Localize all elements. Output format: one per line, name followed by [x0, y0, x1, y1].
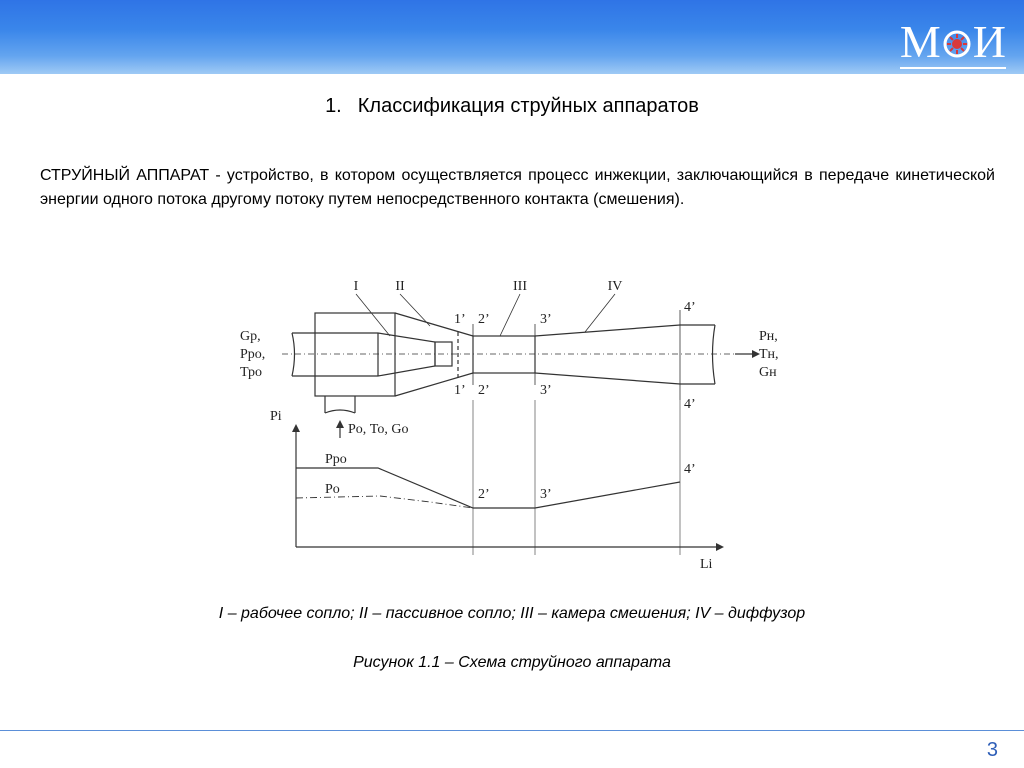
page-number: 3 [986, 739, 998, 761]
suction-arrow-icon [336, 420, 344, 438]
figure-svg: I II III IV 1’ 2’ 3’ 4’ 1’ 2’ 3’ 4’ Gp, … [240, 279, 779, 572]
outlet-arrow-icon [735, 350, 760, 358]
footer-divider [0, 730, 1024, 731]
part-label-III: III [513, 279, 527, 294]
outlet-label-2: Тн, [759, 347, 779, 362]
logo-letter-i: И [972, 16, 1006, 67]
curve-label-po: Pо [325, 482, 340, 497]
section-label-2-bottom: 2’ [478, 383, 490, 398]
diffuser-top [534, 324, 681, 337]
outlet-label-1: Рн, [759, 329, 778, 344]
section-label-4-bottom: 4’ [684, 397, 696, 412]
suction-label: Pо, To, Go [348, 422, 408, 437]
inlet-label-2: Pро, [240, 347, 265, 362]
leader-IV [584, 293, 616, 333]
leader-I [355, 293, 391, 337]
curve-po [295, 495, 474, 509]
outlet-break [711, 324, 716, 385]
figure-caption: Рисунок 1.1 – Схема струйного аппарата [353, 654, 671, 671]
diffuser-bottom [534, 372, 681, 385]
jet-apparatus-figure: I II III IV 1’ 2’ 3’ 4’ 1’ 2’ 3’ 4’ Gp, … [230, 270, 790, 590]
graph-x-label: Li [700, 557, 713, 572]
inlet-label-1: Gp, [240, 329, 261, 344]
nozzle-throat [434, 341, 453, 367]
inlet-label-3: Тро [240, 365, 262, 380]
graph-point-label-2: 2’ [478, 487, 490, 502]
section-label-1-top: 1’ [454, 312, 466, 327]
slide-title: 1. Классификация струйных аппаратов [0, 94, 1024, 118]
graph-y-label: Pi [270, 409, 282, 424]
x-axis-arrow-icon [716, 543, 724, 551]
inlet-break [291, 332, 296, 377]
curve-ppo [296, 467, 681, 509]
passive-nozzle-bottom [394, 372, 474, 397]
suction-chamber [314, 312, 396, 397]
section-label-3-bottom: 3’ [540, 383, 552, 398]
suction-pipe-break [324, 409, 356, 414]
part-label-I: I [354, 279, 359, 294]
passive-nozzle-top [394, 312, 474, 337]
section-label-3-top: 3’ [540, 312, 552, 327]
mixing-chamber [472, 335, 536, 374]
logo-underline [899, 67, 1006, 69]
title-number: 1. [325, 95, 342, 117]
section-label-1-bottom: 1’ [454, 383, 466, 398]
leader-III [499, 293, 521, 337]
y-axis-arrow-icon [292, 424, 300, 432]
figure-legend: I – рабочее сопло; II – пассивное сопло;… [218, 605, 806, 622]
graph-point-label-3: 3’ [540, 487, 552, 502]
section-label-4-top: 4’ [684, 300, 696, 315]
outlet-label-3: Gн [759, 365, 777, 380]
pressure-graph [295, 400, 718, 555]
logo-letter-m: М [899, 16, 941, 67]
title-text: Классификация струйных аппаратов [357, 95, 699, 117]
part-label-IV: IV [608, 279, 623, 294]
working-nozzle [377, 332, 436, 377]
leader-II [399, 293, 431, 327]
section-label-2-top: 2’ [478, 312, 490, 327]
definition-paragraph: СТРУЙНЫЙ АППАРАТ - устройство, в котором… [40, 167, 995, 208]
part-label-II: II [395, 279, 405, 294]
logo-sun-icon [943, 30, 971, 58]
mei-logo: М И [899, 16, 1006, 69]
header-bar: М И [0, 0, 1024, 74]
graph-point-label-4: 4’ [684, 462, 696, 477]
curve-label-ppo: Pро [325, 452, 347, 467]
